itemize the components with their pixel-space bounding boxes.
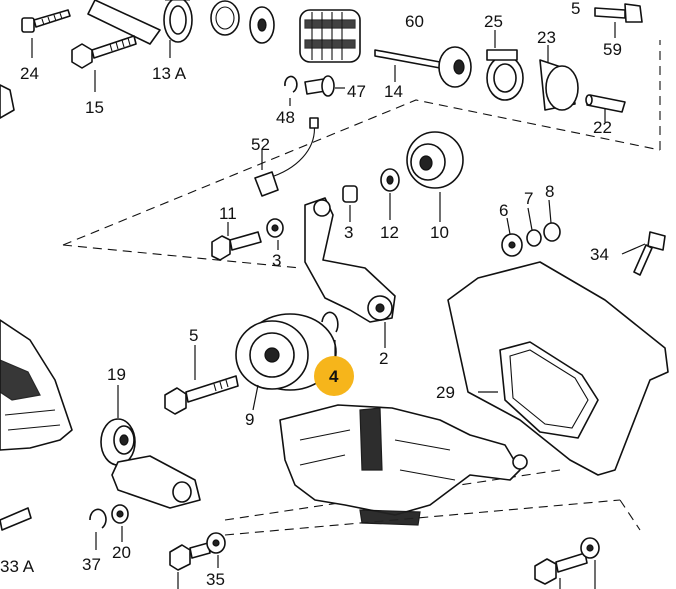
part-3-nut-lower bbox=[266, 218, 284, 250]
label-34: 34 bbox=[590, 245, 609, 264]
part-29-belt-cover bbox=[447, 261, 669, 476]
label-24: 24 bbox=[20, 64, 39, 83]
label-4: 4 bbox=[329, 367, 339, 386]
label-52: 52 bbox=[251, 135, 270, 154]
label-47: 47 bbox=[347, 82, 366, 101]
part-13a-sleeve bbox=[87, 0, 240, 58]
part-37-ring bbox=[89, 508, 107, 550]
part-33a-bolt bbox=[0, 507, 32, 531]
label-60: 60 bbox=[405, 12, 424, 31]
label-10: 10 bbox=[430, 223, 449, 242]
highlight-marker bbox=[314, 356, 354, 396]
part-24-bolt bbox=[21, 9, 71, 58]
part-9-idler-pulley bbox=[235, 313, 337, 411]
part-59-screw bbox=[594, 3, 643, 38]
part-3-nut-upper bbox=[342, 185, 358, 222]
label-11: 11 bbox=[219, 204, 237, 223]
label-48: 48 bbox=[276, 108, 295, 127]
part-22-pin bbox=[585, 94, 626, 122]
part-2-tensioner-arm bbox=[304, 197, 396, 348]
label-23: 23 bbox=[537, 28, 556, 47]
label-12: 12 bbox=[380, 223, 399, 242]
label-19: 19 bbox=[107, 365, 126, 384]
label-14: 14 bbox=[384, 82, 403, 101]
part-23-bushing bbox=[539, 45, 579, 111]
label-20: 20 bbox=[112, 543, 131, 562]
bracket-housing bbox=[279, 404, 528, 526]
label-2: 2 bbox=[379, 349, 388, 368]
label-3-upper: 3 bbox=[344, 223, 353, 242]
part-19-tensioner bbox=[100, 385, 201, 509]
part-14-rod bbox=[374, 46, 472, 88]
part-6-7-8-washers bbox=[501, 199, 561, 257]
label-35: 35 bbox=[206, 570, 225, 589]
part-10-roller bbox=[406, 131, 464, 222]
part-5-long-bolt bbox=[164, 345, 239, 415]
label-59: 59 bbox=[603, 40, 622, 59]
part-34-bolt bbox=[621, 231, 666, 276]
label-7: 7 bbox=[524, 189, 533, 208]
label-3-lower: 3 bbox=[272, 251, 281, 270]
label-9: 9 bbox=[245, 410, 254, 429]
callout-labels: 60 25 5 24 13 A 23 59 15 47 14 48 22 52 … bbox=[0, 0, 622, 589]
label-29: 29 bbox=[436, 383, 455, 402]
part-35-bolt-washer bbox=[169, 532, 226, 589]
part-47-bolt bbox=[304, 75, 345, 97]
label-25: 25 bbox=[484, 12, 503, 31]
label-5-top: 5 bbox=[571, 0, 580, 18]
top-left-fragment bbox=[0, 84, 15, 119]
part-15-bolt bbox=[71, 35, 137, 92]
part-52-sensor bbox=[254, 117, 319, 197]
part-20-washer bbox=[111, 504, 129, 542]
label-22: 22 bbox=[593, 118, 612, 137]
left-edge-housing-fragment bbox=[0, 319, 73, 451]
label-15: 15 bbox=[85, 98, 104, 117]
label-37: 37 bbox=[82, 555, 101, 574]
part-11-bolt bbox=[211, 222, 262, 261]
part-4-ring bbox=[321, 311, 339, 360]
label-13a: 13 A bbox=[152, 64, 187, 83]
label-6: 6 bbox=[499, 201, 508, 220]
label-5: 5 bbox=[189, 326, 198, 345]
part-25-clamp bbox=[486, 30, 524, 101]
part-12-washer bbox=[380, 168, 400, 220]
part-48-ring bbox=[284, 75, 298, 106]
label-8: 8 bbox=[545, 182, 554, 201]
label-33a: 33 A bbox=[0, 557, 35, 576]
part-bottom-right-bolt bbox=[534, 537, 600, 589]
part-spring-stack bbox=[249, 6, 361, 63]
